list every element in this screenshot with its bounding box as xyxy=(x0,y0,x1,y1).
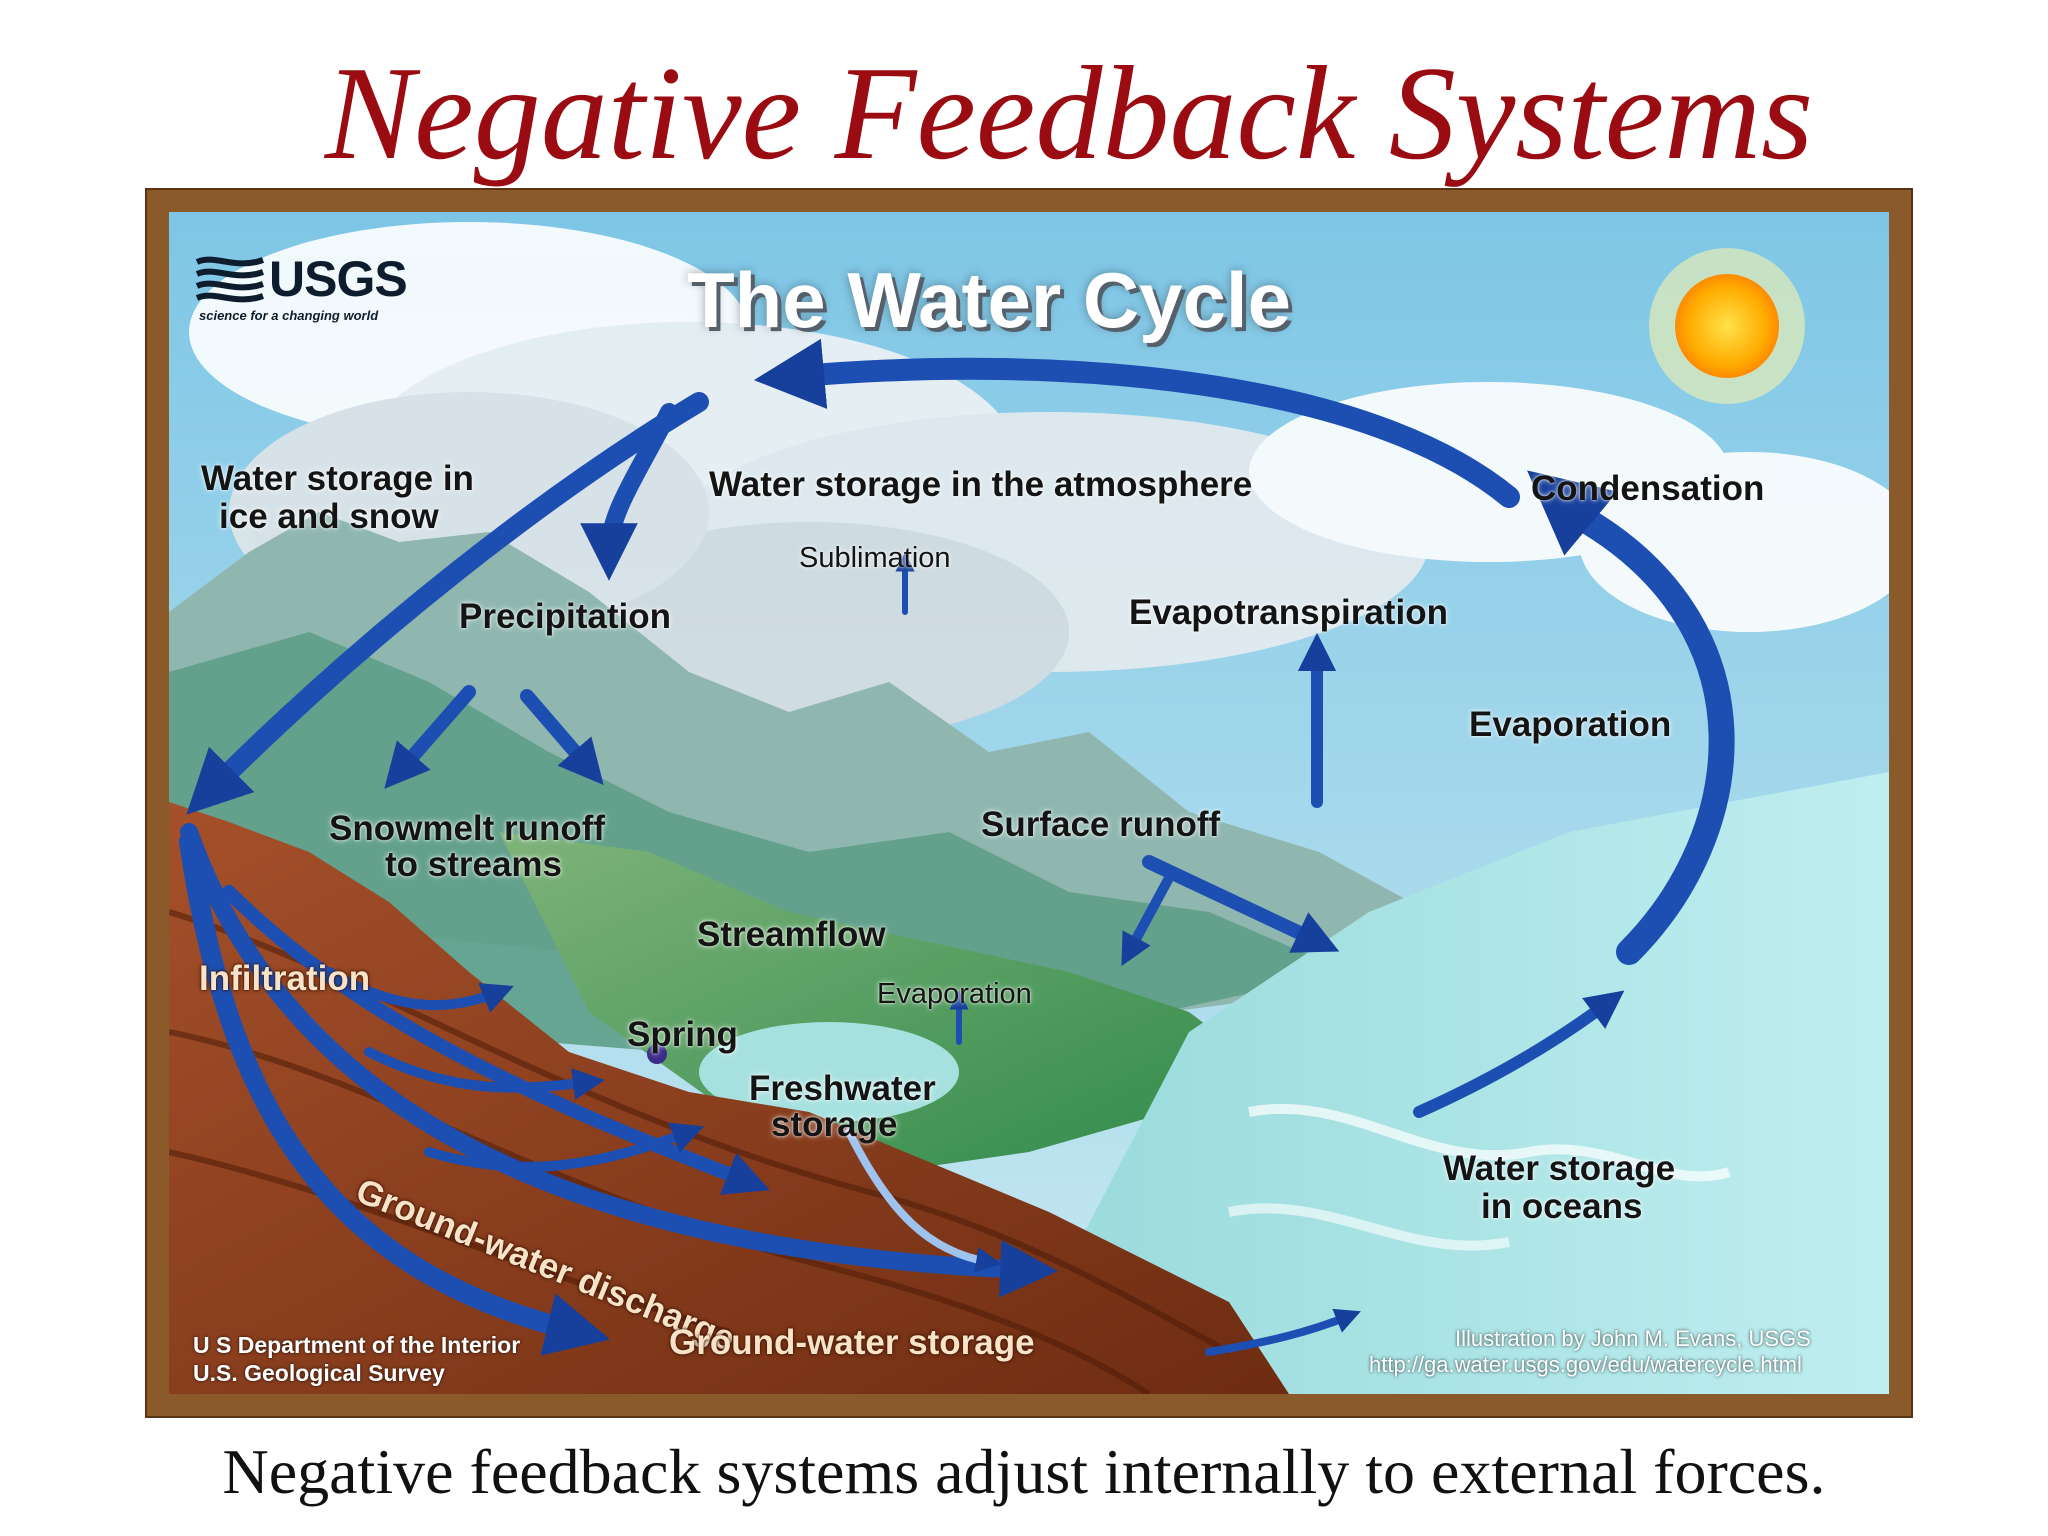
slide-title: Negative Feedback Systems xyxy=(324,39,1814,187)
slide-caption: Negative feedback systems adjust interna… xyxy=(222,1436,1826,1507)
label-freshwater-2: storage xyxy=(771,1105,898,1144)
cycle-arrows xyxy=(179,338,1735,1356)
label-snowmelt-1: Snowmelt runoff xyxy=(329,809,606,848)
credit-url[interactable]: http://ga.water.usgs.gov/edu/watercycle.… xyxy=(1369,1352,1802,1377)
label-condensation: Condensation xyxy=(1531,469,1765,508)
label-evaporation-fresh: Evaporation xyxy=(877,978,1032,1010)
label-sublimation: Sublimation xyxy=(799,542,951,574)
label-oceans-1: Water storage xyxy=(1443,1149,1676,1188)
credit-department: U S Department of the Interior xyxy=(193,1332,521,1358)
label-infiltration: Infiltration xyxy=(199,959,371,998)
label-surface-runoff: Surface runoff xyxy=(981,805,1221,844)
label-precipitation: Precipitation xyxy=(459,597,671,636)
label-snowmelt-2: to streams xyxy=(385,845,563,884)
label-ice-snow-2: ice and snow xyxy=(219,497,439,536)
water-cycle-illustration xyxy=(169,212,1889,1394)
sun xyxy=(1649,248,1805,404)
credit-survey: U.S. Geological Survey xyxy=(193,1360,445,1386)
usgs-wave-icon xyxy=(195,256,265,303)
valley xyxy=(499,832,1269,1172)
label-spring: Spring xyxy=(627,1015,738,1054)
label-evapotranspiration: Evapotranspiration xyxy=(1129,593,1448,632)
freshwater-lake xyxy=(699,1022,959,1122)
label-streamflow: Streamflow xyxy=(697,915,886,954)
usgs-wordmark: USGS xyxy=(269,251,408,307)
label-freshwater-1: Freshwater xyxy=(749,1069,936,1108)
spring-marker xyxy=(647,1044,667,1064)
credit-illustrator: Illustration by John M. Evans, USGS xyxy=(1455,1326,1811,1351)
label-ground-water-storage: Ground-water storage xyxy=(669,1323,1035,1362)
usgs-tagline: science for a changing world xyxy=(199,308,379,323)
usgs-logo: USGS science for a changing world xyxy=(195,252,408,323)
water-cycle-diagram: USGS science for a changing world The Wa… xyxy=(147,190,1911,1416)
label-atmosphere: Water storage in the atmosphere xyxy=(709,465,1253,504)
label-ice-snow-1: Water storage in xyxy=(201,459,474,498)
label-evaporation-ocean: Evaporation xyxy=(1469,705,1672,744)
diagram-title: The Water Cycle xyxy=(687,256,1291,344)
label-oceans-2: in oceans xyxy=(1481,1187,1643,1226)
